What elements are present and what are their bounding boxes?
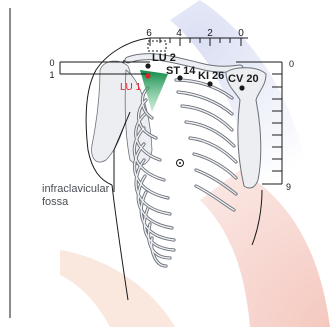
cv20-point — [239, 85, 244, 90]
top-tick-0: 0 — [238, 28, 244, 39]
left-tick-0: 0 — [49, 58, 54, 68]
caption-line-2: fossa — [42, 196, 69, 208]
top-tick-6: 6 — [146, 28, 152, 39]
st14-label: ST 14 — [166, 65, 196, 77]
lu1-label: LU 1 — [120, 82, 142, 93]
rib-cage — [134, 80, 236, 266]
nipple-marker-center — [179, 162, 181, 164]
lu2-point — [145, 63, 150, 68]
top-tick-2: 2 — [207, 28, 213, 39]
lu2-label: LU 2 — [152, 52, 176, 64]
left-tick-1: 1 — [49, 70, 54, 80]
top-tick-4: 4 — [176, 28, 182, 39]
right-tick-9: 9 — [286, 182, 291, 192]
lu1-point — [145, 73, 150, 78]
ki26-label: KI 26 — [198, 70, 224, 82]
caption-line-1: infraclavicular — [42, 183, 110, 195]
background-watermark — [60, 0, 330, 327]
cv20-label: CV 20 — [228, 73, 259, 85]
right-tick-0: 0 — [289, 59, 294, 69]
ki26-point — [207, 81, 212, 86]
